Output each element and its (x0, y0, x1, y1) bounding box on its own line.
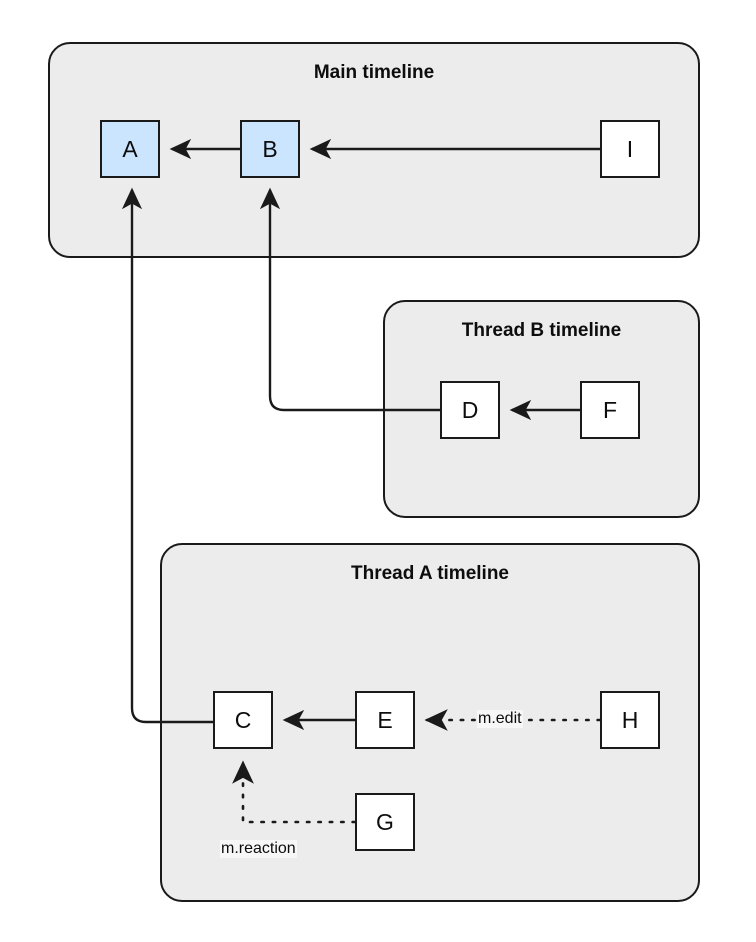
edge-g-to-c-m-reaction (232, 760, 357, 824)
node-f[interactable]: F (580, 381, 640, 439)
node-d-label: D (461, 396, 479, 423)
node-g[interactable]: G (355, 793, 415, 851)
edge-label-m-edit: m.edit (477, 710, 523, 728)
node-f-label: F (602, 396, 618, 423)
group-title-main-timeline: Main timeline (313, 62, 435, 83)
edge-c-to-a (121, 187, 213, 724)
node-d[interactable]: D (440, 381, 500, 439)
edge-label-m-reaction: m.reaction (220, 840, 297, 858)
node-g-label: G (376, 808, 394, 835)
node-b-label: B (262, 135, 278, 162)
node-h-label: H (621, 706, 639, 733)
node-c[interactable]: C (213, 691, 273, 749)
node-i[interactable]: I (600, 120, 660, 178)
node-e-label: E (377, 706, 393, 733)
node-h[interactable]: H (600, 691, 660, 749)
node-c-label: C (234, 706, 252, 733)
node-i-label: I (626, 135, 634, 162)
node-e[interactable]: E (355, 691, 415, 749)
group-title-thread-b-timeline: Thread B timeline (461, 320, 622, 341)
node-b[interactable]: B (240, 120, 300, 178)
group-title-thread-a-timeline: Thread A timeline (350, 563, 509, 584)
node-a-label: A (122, 135, 138, 162)
node-a[interactable]: A (100, 120, 160, 178)
edge-d-to-b (259, 187, 440, 412)
